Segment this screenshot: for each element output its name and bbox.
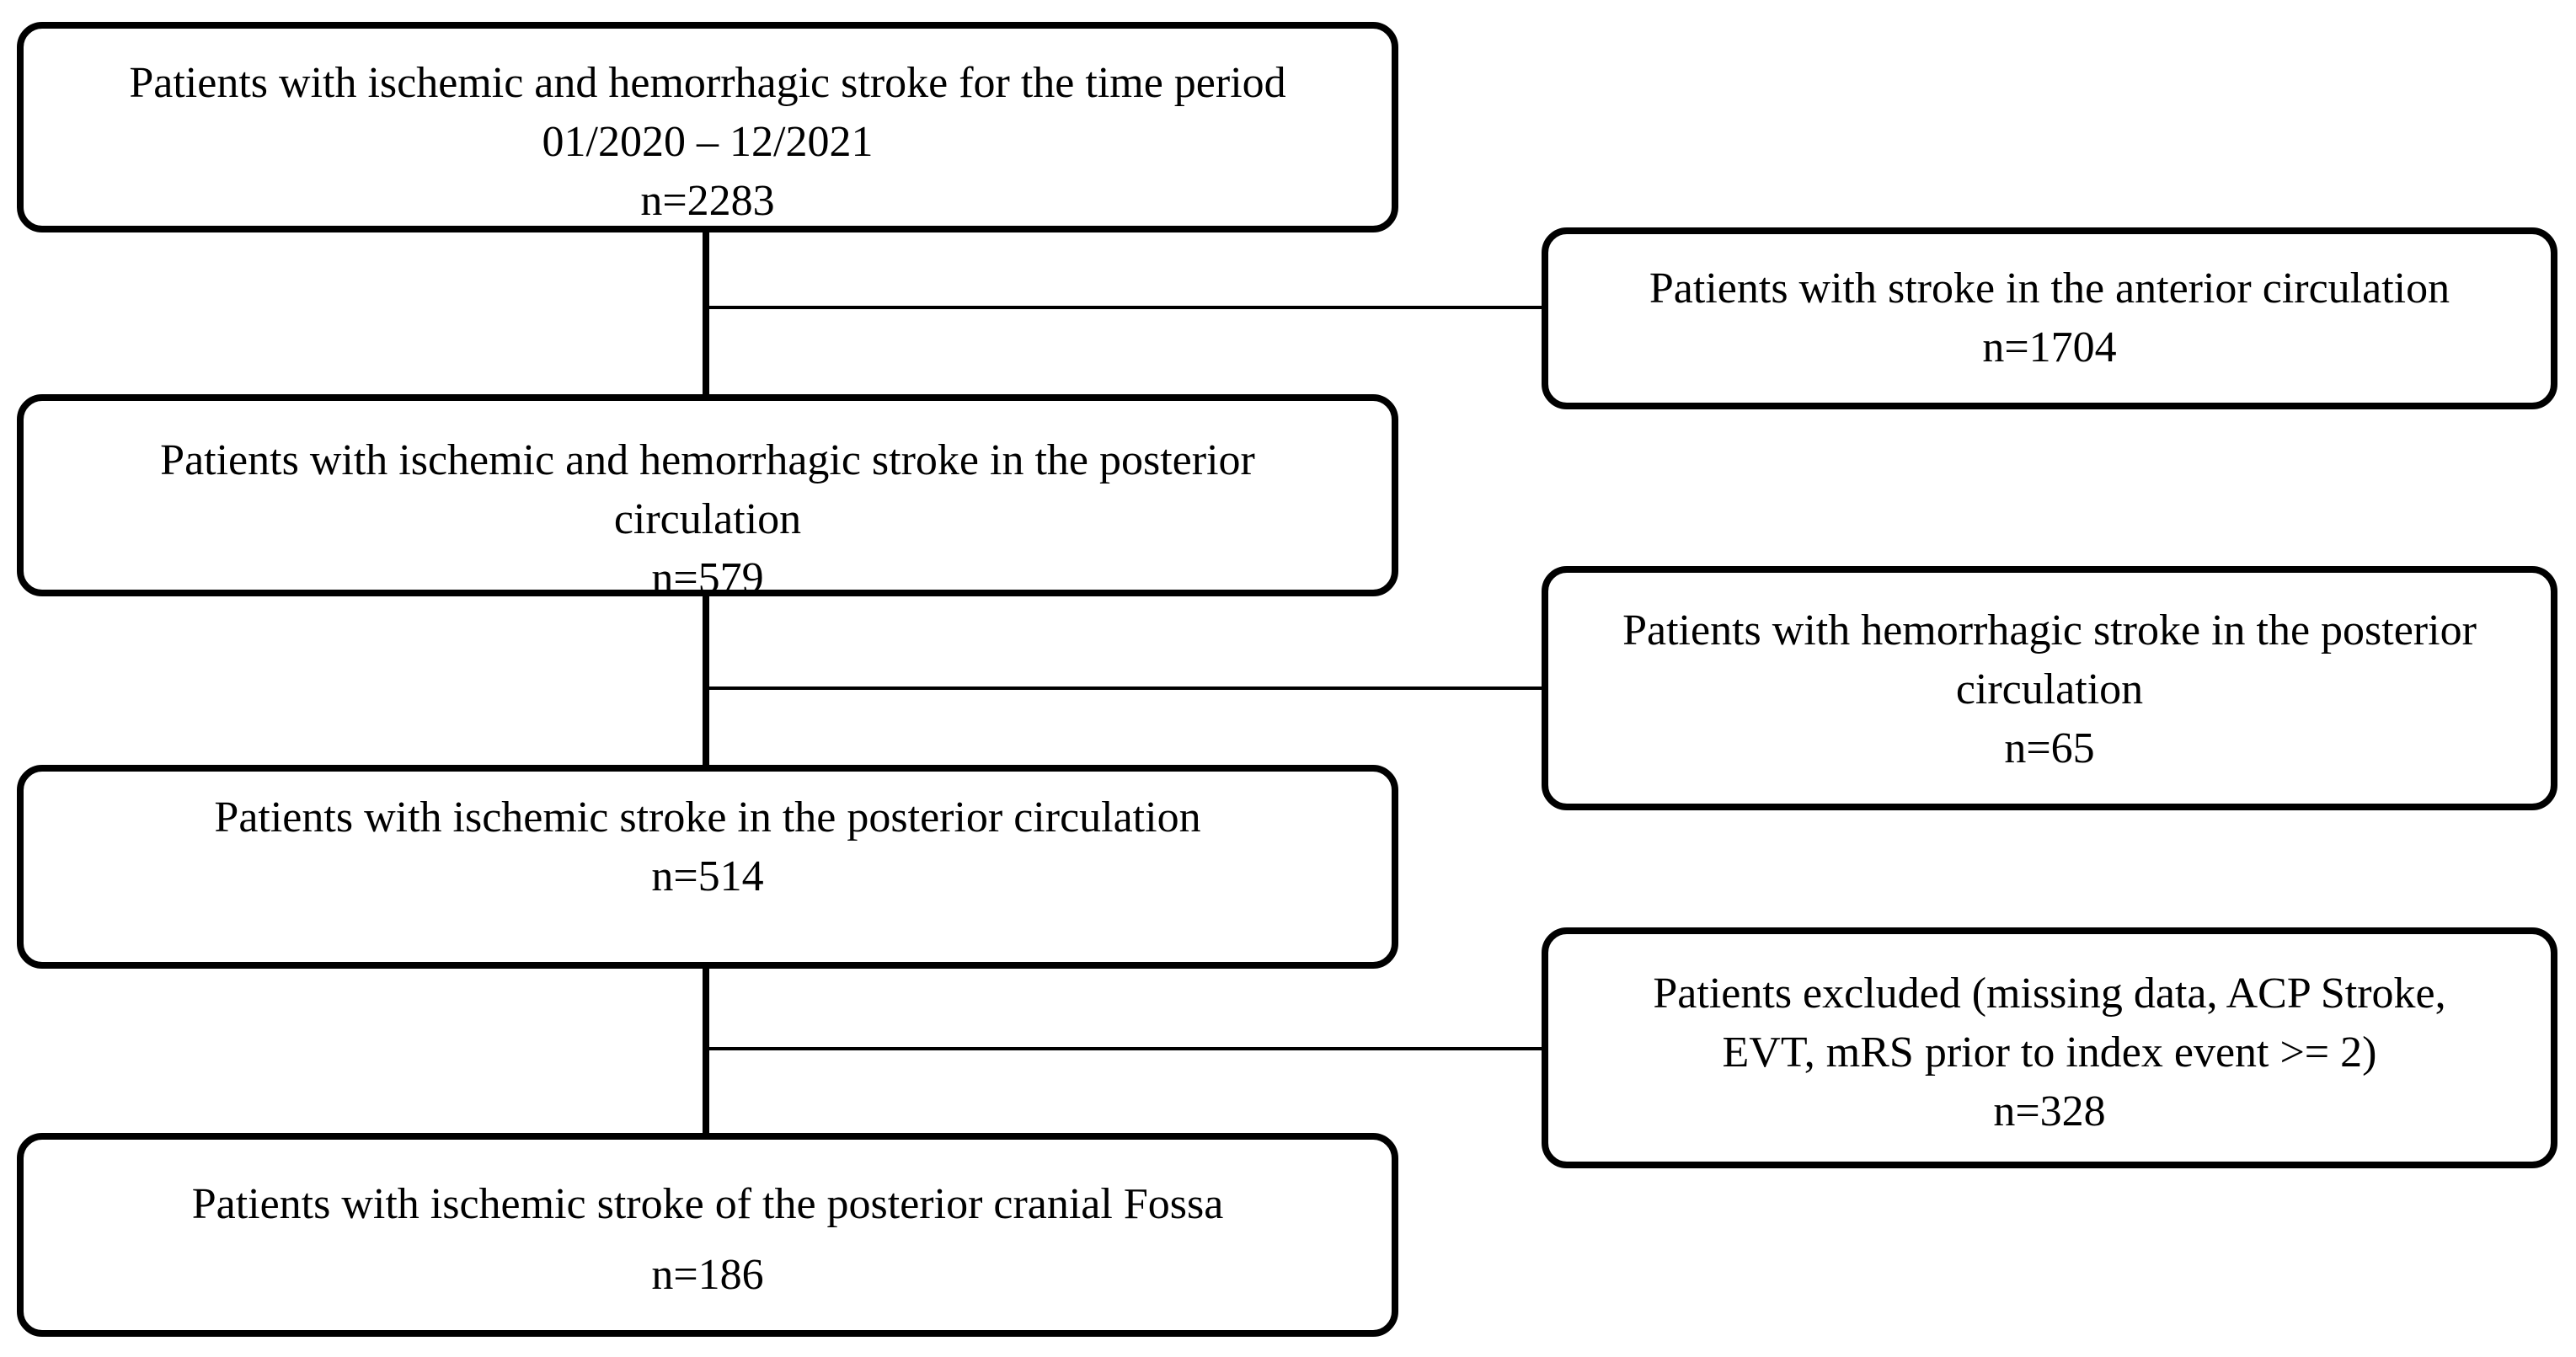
box-anterior-excluded: Patients with stroke in the anterior cir… xyxy=(1542,227,2557,409)
box-other-excluded-line-1: Patients excluded (missing data, ACP Str… xyxy=(1653,970,2446,1018)
box-ischemic-posterior: Patients with ischemic stroke in the pos… xyxy=(17,765,1398,969)
box-hemorrhagic-excluded: Patients with hemorrhagic stroke in the … xyxy=(1542,566,2557,810)
box-all-stroke: Patients with ischemic and hemorrhagic s… xyxy=(17,22,1398,232)
box-all-stroke-line-2: 01/2020 – 12/2021 xyxy=(542,118,874,166)
box-other-excluded-line-3: n=328 xyxy=(1993,1087,2106,1135)
box-posterior-fossa-line-2: n=186 xyxy=(651,1251,764,1299)
box-all-stroke-line-3: n=2283 xyxy=(640,177,775,225)
box-hemorrhagic-excluded-line-1: Patients with hemorrhagic stroke in the … xyxy=(1622,606,2477,654)
box-anterior-excluded-line-2: n=1704 xyxy=(1982,323,2117,371)
box-posterior-circulation-line-1: Patients with ischemic and hemorrhagic s… xyxy=(160,436,1255,484)
box-posterior-circulation-line-3: n=579 xyxy=(651,554,764,602)
box-anterior-excluded-line-1: Patients with stroke in the anterior cir… xyxy=(1649,264,2450,313)
box-other-excluded: Patients excluded (missing data, ACP Str… xyxy=(1542,927,2557,1168)
box-ischemic-posterior-line-2: n=514 xyxy=(651,852,764,900)
box-posterior-fossa: Patients with ischemic stroke of the pos… xyxy=(17,1133,1398,1337)
box-posterior-circulation-line-2: circulation xyxy=(613,495,802,543)
box-ischemic-posterior-line-1: Patients with ischemic stroke in the pos… xyxy=(214,793,1201,841)
box-hemorrhagic-excluded-line-2: circulation xyxy=(1955,665,2144,713)
box-posterior-circulation: Patients with ischemic and hemorrhagic s… xyxy=(17,394,1398,602)
box-hemorrhagic-excluded-line-3: n=65 xyxy=(2004,724,2095,772)
box-all-stroke-line-1: Patients with ischemic and hemorrhagic s… xyxy=(129,59,1286,107)
box-other-excluded-line-2: EVT, mRS prior to index event >= 2) xyxy=(1722,1028,2377,1077)
box-posterior-fossa-line-1: Patients with ischemic stroke of the pos… xyxy=(191,1180,1224,1228)
